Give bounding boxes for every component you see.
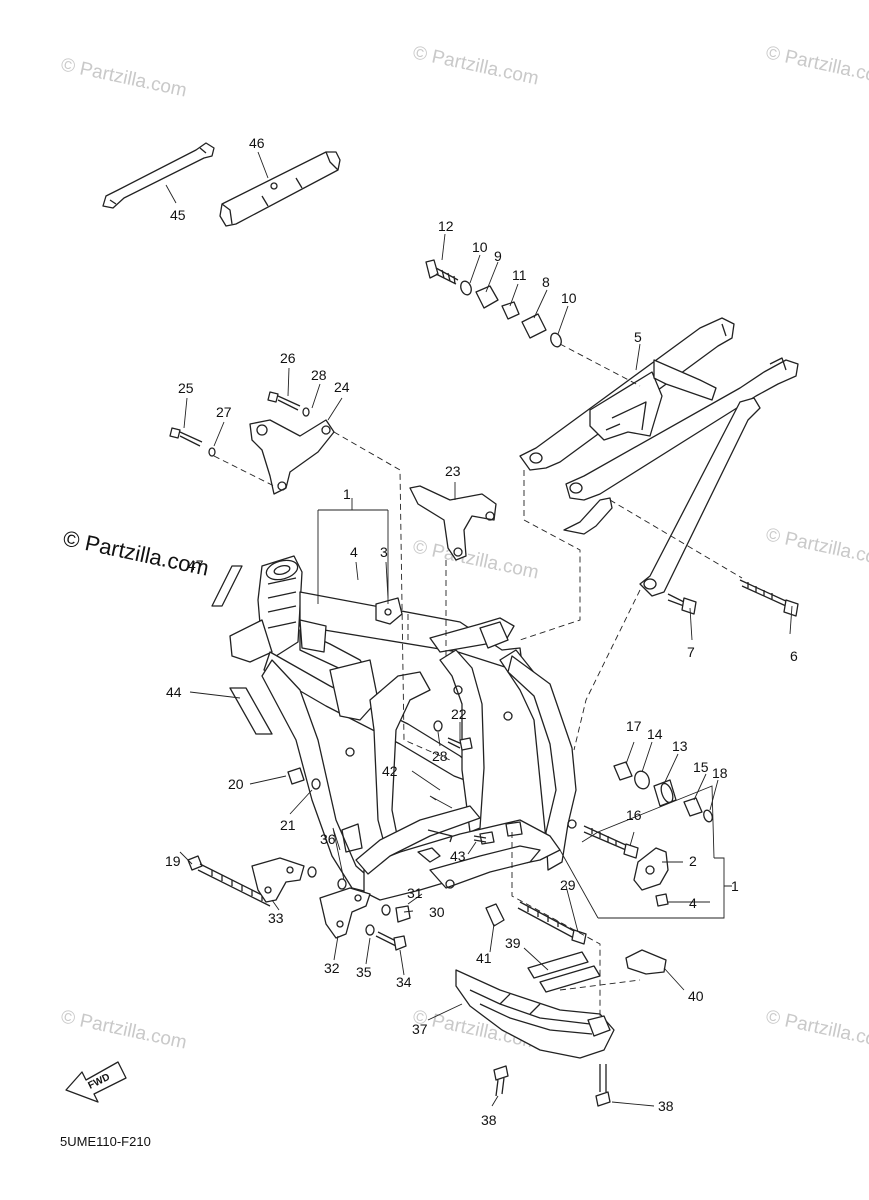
callout-c1a[interactable]: 1 bbox=[343, 486, 351, 502]
callout-c46[interactable]: 46 bbox=[249, 135, 265, 151]
engine-mount-plate-right bbox=[633, 847, 669, 891]
callout-c22[interactable]: 22 bbox=[451, 706, 467, 722]
box-wrench bbox=[219, 151, 341, 227]
callout-c32[interactable]: 32 bbox=[324, 960, 340, 976]
callout-c25[interactable]: 25 bbox=[178, 380, 194, 396]
callout-c44[interactable]: 44 bbox=[166, 684, 182, 700]
callout-c17[interactable]: 17 bbox=[626, 718, 642, 734]
callout-c26[interactable]: 26 bbox=[280, 350, 296, 366]
pivot-hardware bbox=[425, 259, 562, 348]
callout-c6[interactable]: 6 bbox=[790, 648, 798, 664]
watermark: © Partzilla.com bbox=[764, 1006, 869, 1053]
callout-c27[interactable]: 27 bbox=[216, 404, 232, 420]
small-hardware bbox=[287, 720, 669, 951]
callout-c15[interactable]: 15 bbox=[693, 759, 709, 775]
watermark: © Partzilla.com bbox=[59, 1006, 189, 1053]
callout-c10b[interactable]: 10 bbox=[561, 290, 577, 306]
callout-c23[interactable]: 23 bbox=[445, 463, 461, 479]
callout-c14[interactable]: 14 bbox=[647, 726, 663, 742]
main-frame bbox=[229, 555, 577, 901]
shock-mount-hardware bbox=[613, 761, 713, 823]
callout-c36[interactable]: 36 bbox=[320, 831, 336, 847]
callout-c9[interactable]: 9 bbox=[494, 248, 502, 264]
spanner-wrench bbox=[102, 142, 215, 209]
callout-c34[interactable]: 34 bbox=[396, 974, 412, 990]
watermark: © Partzilla.com bbox=[411, 42, 541, 89]
callout-c19[interactable]: 19 bbox=[165, 853, 181, 869]
callout-c11[interactable]: 11 bbox=[512, 267, 527, 283]
callout-c45[interactable]: 45 bbox=[170, 207, 186, 223]
callout-c28a[interactable]: 28 bbox=[311, 367, 327, 383]
callout-c4b[interactable]: 4 bbox=[689, 895, 697, 911]
assembly-lines bbox=[213, 343, 743, 1016]
callout-c10a[interactable]: 10 bbox=[472, 239, 488, 255]
subframe-bolts bbox=[667, 579, 799, 617]
rear-subframe bbox=[519, 317, 799, 597]
callout-c42[interactable]: 42 bbox=[382, 763, 398, 779]
callout-c4a[interactable]: 4 bbox=[350, 544, 358, 560]
fwd-arrow: FWD bbox=[65, 1061, 127, 1103]
stickers bbox=[211, 565, 273, 735]
diagram-code: 5UME110-F210 bbox=[60, 1134, 151, 1149]
callout-c18[interactable]: 18 bbox=[712, 765, 728, 781]
engine-bracket-plates bbox=[251, 857, 371, 939]
callout-c16[interactable]: 16 bbox=[626, 807, 642, 823]
leader-lines bbox=[165, 151, 793, 1107]
watermark: © Partzilla.com bbox=[764, 42, 869, 89]
callout-c39[interactable]: 39 bbox=[505, 935, 521, 951]
callout-c24[interactable]: 24 bbox=[334, 379, 350, 395]
watermark: © Partzilla.com bbox=[764, 524, 869, 571]
callout-c13[interactable]: 13 bbox=[672, 738, 688, 754]
callout-c38a[interactable]: 38 bbox=[481, 1112, 497, 1128]
callout-c21[interactable]: 21 bbox=[280, 817, 296, 833]
callout-c41[interactable]: 41 bbox=[476, 950, 492, 966]
watermark: © Partzilla.com bbox=[411, 536, 541, 583]
callout-c5[interactable]: 5 bbox=[634, 329, 642, 345]
callout-c28b[interactable]: 28 bbox=[432, 748, 448, 764]
callout-c1b[interactable]: 1 bbox=[731, 878, 739, 894]
callout-c3[interactable]: 3 bbox=[380, 544, 388, 560]
callout-c33[interactable]: 33 bbox=[268, 910, 284, 926]
callout-c8[interactable]: 8 bbox=[542, 274, 550, 290]
callout-c47[interactable]: 47 bbox=[188, 557, 204, 573]
callout-c30[interactable]: 30 bbox=[429, 904, 445, 920]
watermark: © Partzilla.com bbox=[59, 54, 189, 101]
callout-c20[interactable]: 20 bbox=[228, 776, 244, 792]
callout-c40[interactable]: 40 bbox=[688, 988, 704, 1004]
callout-c31[interactable]: 31 bbox=[407, 885, 423, 901]
callout-c2[interactable]: 2 bbox=[689, 853, 697, 869]
callout-c12[interactable]: 12 bbox=[438, 218, 454, 234]
callout-c43[interactable]: 43 bbox=[450, 848, 466, 864]
engine-mount-brackets bbox=[169, 391, 497, 561]
callout-labels: 1 1 2 3 4 4 5 6 7 8 9 10 10 11 12 13 14 … bbox=[165, 135, 798, 1128]
skid-plate bbox=[455, 949, 667, 1107]
callout-c35[interactable]: 35 bbox=[356, 964, 372, 980]
callout-c37[interactable]: 37 bbox=[412, 1021, 428, 1037]
engine-bolts bbox=[187, 825, 639, 945]
callout-c7[interactable]: 7 bbox=[687, 644, 695, 660]
callout-c29[interactable]: 29 bbox=[560, 877, 576, 893]
callout-c38b[interactable]: 38 bbox=[658, 1098, 674, 1114]
